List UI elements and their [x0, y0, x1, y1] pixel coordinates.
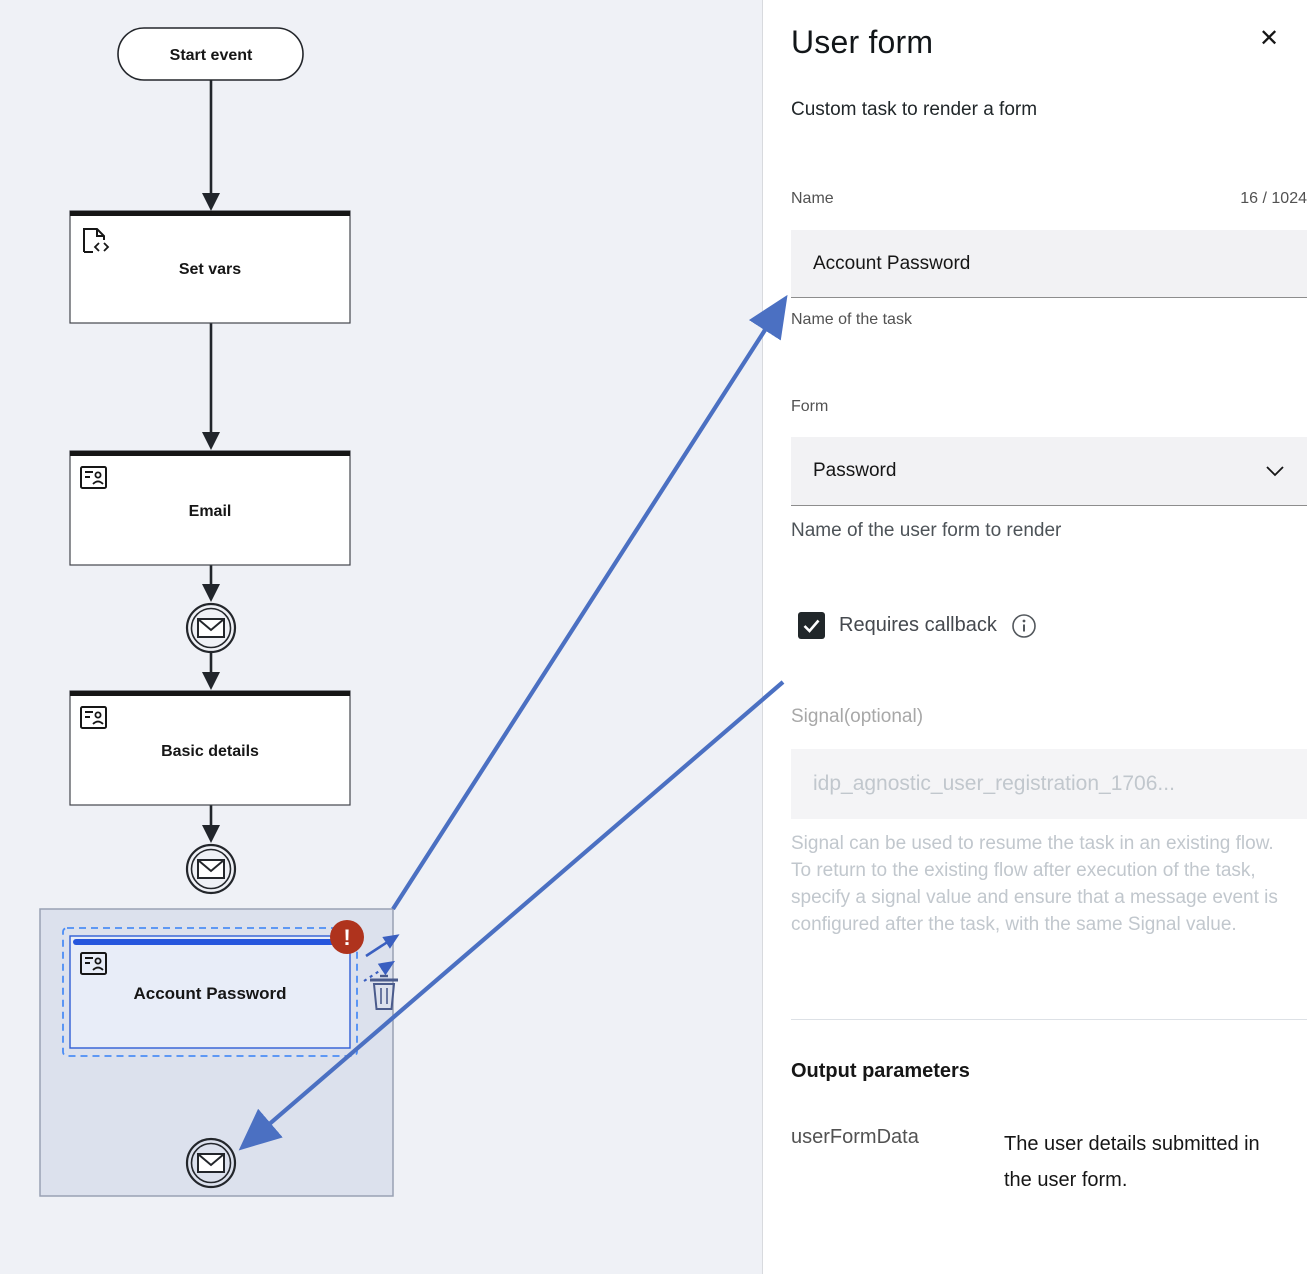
- signal-input: idp_agnostic_user_registration_1706...: [791, 749, 1307, 819]
- panel-subtitle: Custom task to render a form: [791, 99, 1038, 120]
- error-badge-glyph: !: [343, 925, 350, 950]
- message-event-3[interactable]: [185, 1137, 237, 1189]
- close-icon: ✕: [1258, 24, 1280, 52]
- node-account-password[interactable]: Account Password: [69, 935, 351, 1049]
- signal-field-label: Signal(optional): [791, 706, 924, 727]
- envelope-icon: [197, 859, 225, 879]
- name-input[interactable]: Account Password: [791, 230, 1307, 298]
- output-param-name: userFormData: [791, 1126, 919, 1148]
- error-badge: !: [330, 920, 364, 954]
- diagram-canvas[interactable]: Start event Set vars: [0, 0, 762, 1274]
- close-button[interactable]: ✕: [1253, 22, 1285, 54]
- output-parameters-heading: Output parameters: [791, 1060, 970, 1082]
- user-form-icon: [80, 706, 107, 729]
- node-email[interactable]: Email: [69, 450, 351, 566]
- set-vars-label: Set vars: [179, 261, 241, 278]
- form-helper-text: Name of the user form to render: [791, 520, 1062, 541]
- requires-callback-checkbox[interactable]: [798, 612, 825, 639]
- node-start-event[interactable]: Start event: [117, 27, 304, 81]
- panel-title: User form: [791, 24, 934, 60]
- signal-helper-text: Signal can be used to resume the task in…: [791, 833, 1278, 935]
- envelope-icon: [197, 1153, 225, 1173]
- form-select[interactable]: Password: [791, 437, 1307, 506]
- chevron-down-icon: [1266, 466, 1284, 477]
- script-file-icon: [83, 228, 110, 253]
- basic-details-label: Basic details: [161, 743, 259, 760]
- section-divider: [791, 1019, 1307, 1020]
- name-helper-text: Name of the task: [791, 311, 912, 328]
- form-select-value: Password: [813, 460, 897, 481]
- user-form-icon: [80, 466, 107, 489]
- info-icon[interactable]: [1011, 613, 1037, 639]
- account-password-label: Account Password: [133, 984, 286, 1003]
- name-input-value: Account Password: [813, 252, 971, 274]
- user-form-icon: [80, 952, 107, 975]
- name-char-counter: 16 / 1024: [1240, 190, 1307, 207]
- requires-callback-row: Requires callback: [798, 612, 1037, 639]
- name-field-label: Name: [791, 190, 834, 207]
- node-basic-details[interactable]: Basic details: [69, 690, 351, 806]
- message-event-2[interactable]: [185, 843, 237, 895]
- flow-diagram: Start event Set vars: [39, 27, 400, 1197]
- envelope-icon: [197, 618, 225, 638]
- properties-panel: User form ✕ Custom task to render a form…: [762, 0, 1314, 1274]
- message-event-1[interactable]: [185, 602, 237, 654]
- email-label: Email: [189, 503, 232, 520]
- form-field-label: Form: [791, 398, 829, 415]
- output-param-description: The user details submitted in the user f…: [1004, 1133, 1260, 1191]
- signal-input-placeholder: idp_agnostic_user_registration_1706...: [813, 772, 1175, 795]
- node-set-vars[interactable]: Set vars: [69, 210, 351, 324]
- checkmark-icon: [803, 619, 820, 633]
- start-event-label: Start event: [170, 47, 253, 64]
- requires-callback-label: Requires callback: [839, 614, 997, 636]
